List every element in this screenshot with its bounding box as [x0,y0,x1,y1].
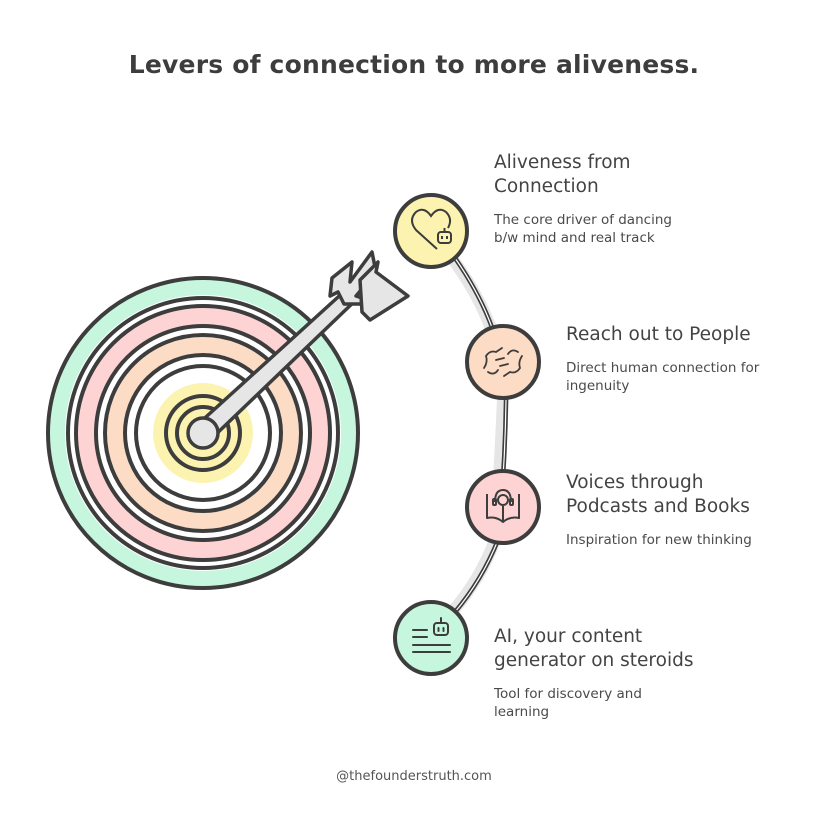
podcast-book-icon [486,489,520,523]
item-4-desc-line2: learning [494,704,550,720]
item-3-icon-circle [465,469,541,545]
item-2-heading-line1: Reach out to People [566,324,751,345]
item-1-heading-line2: Connection [494,176,599,197]
bullseye-target-icon [46,250,410,590]
item-1-desc-line2: b/w mind and real track [494,230,655,246]
fist-bump-icon [483,347,523,377]
arrow-icon [186,250,410,450]
item-1-icon-circle [393,193,469,269]
item-2-desc-line1: Direct human connection for [566,360,760,376]
ai-content-icon [412,617,451,653]
item-2-heading: Reach out to People [566,323,751,347]
item-4-desc-line1: Tool for discovery and [494,686,642,702]
item-3-heading: Voices through Podcasts and Books [566,471,750,519]
item-3-heading-line1: Voices through [566,472,704,493]
page-title: Levers of connection to more aliveness. [128,50,700,79]
item-4-description: Tool for discovery and learning [494,685,642,721]
item-4-heading: AI, your content generator on steroids [494,625,693,673]
item-3-heading-line2: Podcasts and Books [566,496,750,517]
item-2-icon-circle [465,324,541,400]
item-2-description: Direct human connection for ingenuity [566,359,759,395]
item-4-icon-circle [393,600,469,676]
item-1-desc-line1: The core driver of dancing [494,212,672,228]
item-1-description: The core driver of dancing b/w mind and … [494,211,672,247]
item-3-description: Inspiration for new thinking [566,531,752,549]
item-3-desc-line1: Inspiration for new thinking [566,532,752,548]
item-1-heading: Aliveness from Connection [494,151,631,199]
item-4-heading-line2: generator on steroids [494,650,694,671]
item-1-heading-line1: Aliveness from [494,152,631,173]
connector-arc [447,254,510,616]
heart-robot-icon [411,208,452,250]
item-2-desc-line2: ingenuity [566,378,630,394]
footer-handle: @thefounderstruth.com [336,769,492,784]
item-4-heading-line1: AI, your content [494,626,643,647]
